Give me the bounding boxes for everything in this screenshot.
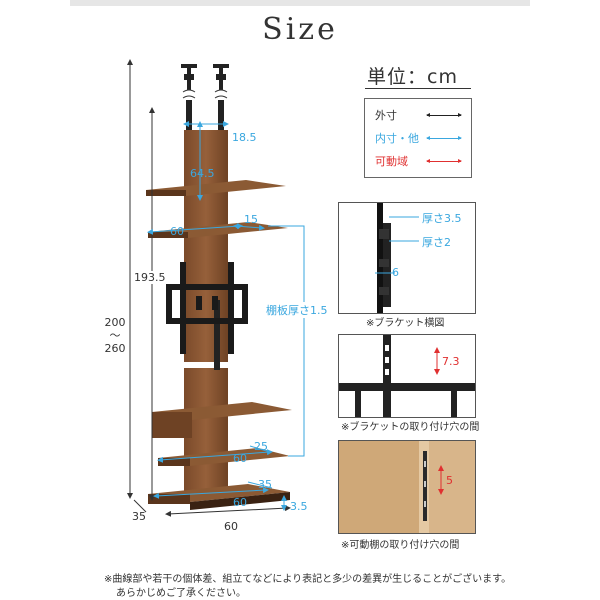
upper-gap-label: 64.5: [190, 167, 215, 180]
lower-shelf2-width-label: 60: [233, 496, 247, 509]
bracket-holes-image: [338, 334, 476, 418]
tv-bracket: [166, 262, 248, 354]
legend-outer-label: 外寸: [375, 109, 397, 122]
lower-shelf1-depth-label: 25: [254, 440, 268, 453]
shelf-holes-caption: ※可動棚の取り付け穴の間: [341, 540, 460, 551]
shelf-width-line: [147, 223, 243, 235]
legend-inner-arrow: [426, 136, 462, 140]
shelf-width-label: 60: [170, 225, 184, 238]
bracket-side-image: [338, 202, 476, 314]
shelf-depth-line: [233, 223, 265, 231]
lower-shelf2-width-line: [153, 487, 269, 499]
base-depth-line: [133, 499, 147, 513]
page-title: Size: [262, 12, 338, 47]
pole-width-label: 18.5: [232, 131, 257, 144]
base-width-line: [165, 505, 291, 517]
bracket-hole-pitch: 7.3: [442, 355, 460, 368]
rack-diagram: [127, 59, 305, 517]
lower-shelf1-width-line: [157, 449, 273, 463]
total-height-label: 200 〜 260: [104, 316, 126, 355]
ceiling-adjuster-left: [181, 64, 197, 134]
bracket-holes-caption: ※ブラケットの取り付け穴の間: [341, 422, 480, 433]
legend-inner-label: 内寸・他: [375, 132, 419, 145]
shelf-depth-label: 15: [244, 213, 258, 226]
base-depth-label: 35: [132, 510, 146, 523]
legend-outer-arrow: [426, 113, 462, 117]
footnote-line-2: あらかじめご了承ください。: [116, 588, 246, 599]
bracket-gap-label: 6: [392, 266, 399, 279]
inner-height-label: 193.5: [134, 271, 166, 284]
legend-box: 外寸 内寸・他 可動域: [364, 98, 472, 178]
lower-shelf1-depth-line: [249, 445, 271, 453]
bracket-side-caption: ※ブラケット横図: [366, 318, 445, 329]
lower-shelf2-depth-label: 35: [258, 478, 272, 491]
legend-movable-label: 可動域: [375, 155, 408, 168]
unit-label: 単位：cm: [367, 66, 458, 88]
top-decor-bar: [70, 0, 530, 6]
upper-pole: [184, 130, 228, 362]
shelf-holes-image: [338, 440, 476, 534]
bracket-thickness-inner: 厚さ2: [422, 236, 451, 249]
shelf-thickness-leader: [268, 225, 305, 457]
footnote-line-1: ※曲線部や若干の個体差、組立てなどにより表記と多少の差異が生じることがございます…: [104, 574, 512, 585]
shelf-hole-pitch: 5: [446, 474, 453, 487]
shelf-thickness-label: 棚板厚さ1.5: [266, 302, 328, 318]
lower-shelf2-depth-line: [247, 481, 273, 489]
bracket-thickness-outer: 厚さ3.5: [422, 212, 462, 225]
lower-shelf1-width-label: 60: [233, 452, 247, 465]
base-thickness-label: 3.5: [290, 500, 308, 513]
legend-movable-arrow: [426, 159, 462, 163]
ceiling-adjuster-right: [213, 64, 229, 134]
unit-underline: [365, 88, 471, 89]
base-width-label: 60: [224, 520, 238, 533]
